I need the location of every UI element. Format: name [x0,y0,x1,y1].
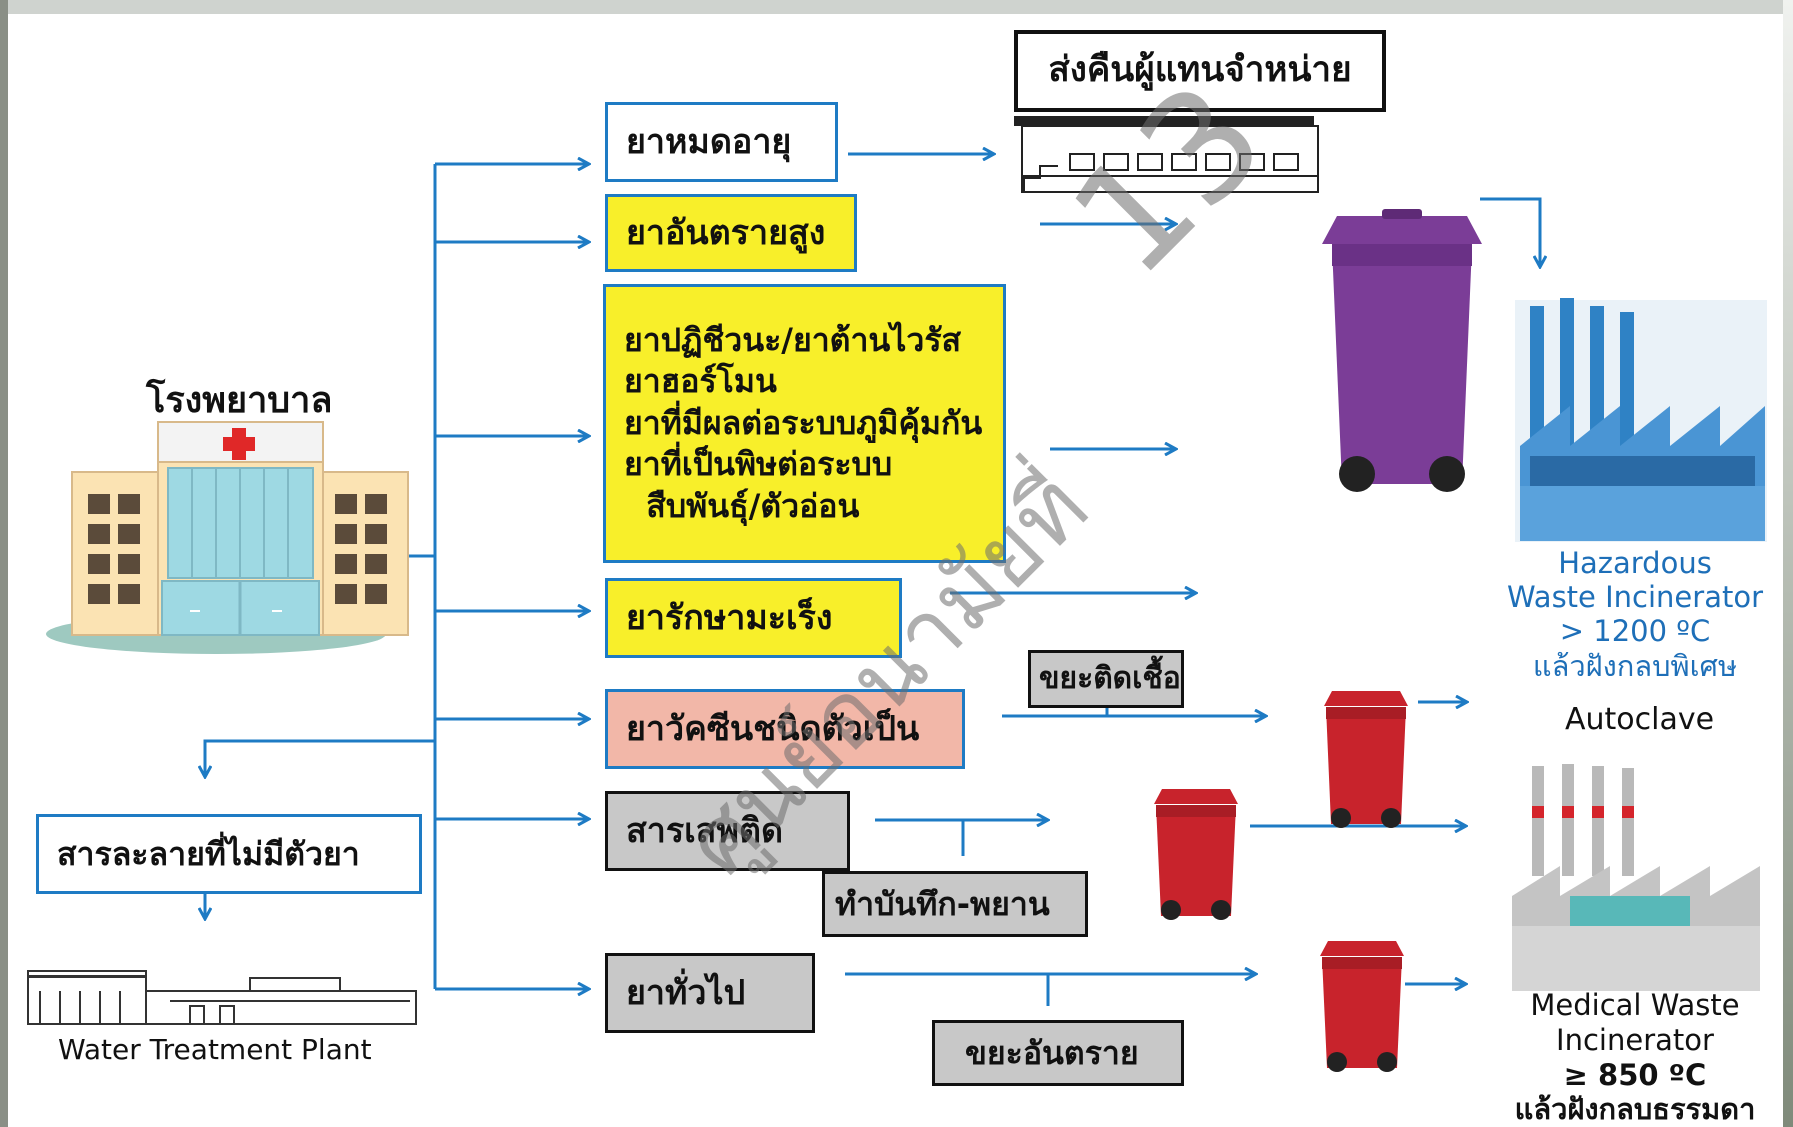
category-expired-label: ยาหมดอายุ [626,121,792,162]
branch-solvent [205,739,435,776]
return-to-distributor-label: ส่งคืนผู้แทนจำหน่าย [1048,50,1352,91]
category-special-box: ยาปฏิชีวนะ/ยาต้านไวรัส ยาฮอร์โมน ยาที่มี… [603,284,1006,563]
hazardous-waste-label: ขยะอันตราย [965,1034,1139,1072]
hazardous-line-2: Waste Incinerator [1506,580,1763,615]
medical-incinerator-label: Medical Waste Incinerator ≥ 850 ºC แล้วฝ… [1500,988,1770,1127]
category-general-box: ยาทั่วไป [605,953,815,1033]
hazardous-line-3: > 1200 ºC [1559,614,1711,649]
autoclave-label: Autoclave [1565,702,1715,737]
medical-incinerator-factory-icon [1512,764,1760,991]
category-special-line-5: สืบพันธุ์/ตัวอ่อน [624,486,860,525]
category-expired-box: ยาหมดอายุ [605,102,838,182]
medical-line-4: แล้วฝังกลบธรรมดา [1514,1092,1756,1127]
medical-line-3: ≥ 850 ºC [1563,1057,1707,1092]
category-special-line-1: ยาปฏิชีวนะ/ยาต้านไวรัส [624,320,962,359]
frame-right-border [1783,0,1793,1127]
solvent-box: สารละลายที่ไม่มีตัวยา [36,814,422,894]
category-general-label: ยาทั่วไป [626,972,746,1013]
category-narcotic-label: สารเสพติด [626,810,784,851]
solvent-label: สารละลายที่ไม่มีตัวยา [57,835,360,873]
diagram-canvas: โรงพยาบาล สารละลายที่ไม่มีตัวยา Water Tr… [10,16,1780,1127]
category-special-line-4: ยาที่เป็นพิษต่อระบบ [624,445,893,484]
category-cancer-box: ยารักษามะเร็ง [605,578,902,658]
red-wheelie-bin-icon-general [1320,941,1404,1072]
hazardous-line-1: Hazardous [1558,546,1712,580]
hospital-label: โรงพยาบาล [146,380,333,421]
hazardous-waste-note: ขยะอันตราย [932,1020,1184,1086]
category-special-line-2: ยาฮอร์โมน [624,362,777,401]
water-treatment-plant-icon [27,970,417,1025]
category-live-vaccine-label: ยาวัคซีนชนิดตัวเป็น [626,708,920,749]
hazardous-incinerator-label: Hazardous Waste Incinerator > 1200 ºC แล… [1500,546,1770,683]
red-wheelie-bin-icon-autoclave [1324,691,1408,828]
water-treatment-plant-label: Water Treatment Plant [58,1033,372,1066]
frame-top-border [0,0,1793,14]
frame-left-border [0,0,8,1127]
category-special-line-3: ยาที่มีผลต่อระบบภูมิคุ้มกัน [624,403,983,442]
medical-line-2: Incinerator [1556,1022,1714,1057]
category-high-risk-label: ยาอันตรายสูง [626,212,826,253]
record-witness-label: ทำบันทึก-พยาน [835,885,1050,923]
infectious-waste-label: ขยะติดเชื้อ [1039,661,1181,697]
red-wheelie-bin-icon-narcotic [1154,789,1238,920]
record-witness-note: ทำบันทึก-พยาน [822,871,1088,937]
medical-line-1: Medical Waste [1530,988,1740,1022]
category-narcotic-box: สารเสพติด [605,791,850,871]
distributor-building-icon [1014,116,1319,193]
category-live-vaccine-box: ยาวัคซีนชนิดตัวเป็น [605,689,965,769]
flow-arrows [27,116,1767,1072]
category-high-risk-box: ยาอันตรายสูง [605,194,857,272]
return-to-distributor-box: ส่งคืนผู้แทนจำหน่าย [1014,30,1386,112]
infectious-waste-note: ขยะติดเชื้อ [1028,650,1184,708]
purple-wheelie-bin-icon [1322,209,1482,492]
hospital-icon [46,421,409,654]
hazardous-incinerator-factory-icon [1515,298,1767,542]
category-cancer-label: ยารักษามะเร็ง [626,597,833,638]
hazardous-line-4: แล้วฝังกลบพิเศษ [1532,648,1738,683]
arrow-distributor-to-incinerator [1480,197,1540,266]
